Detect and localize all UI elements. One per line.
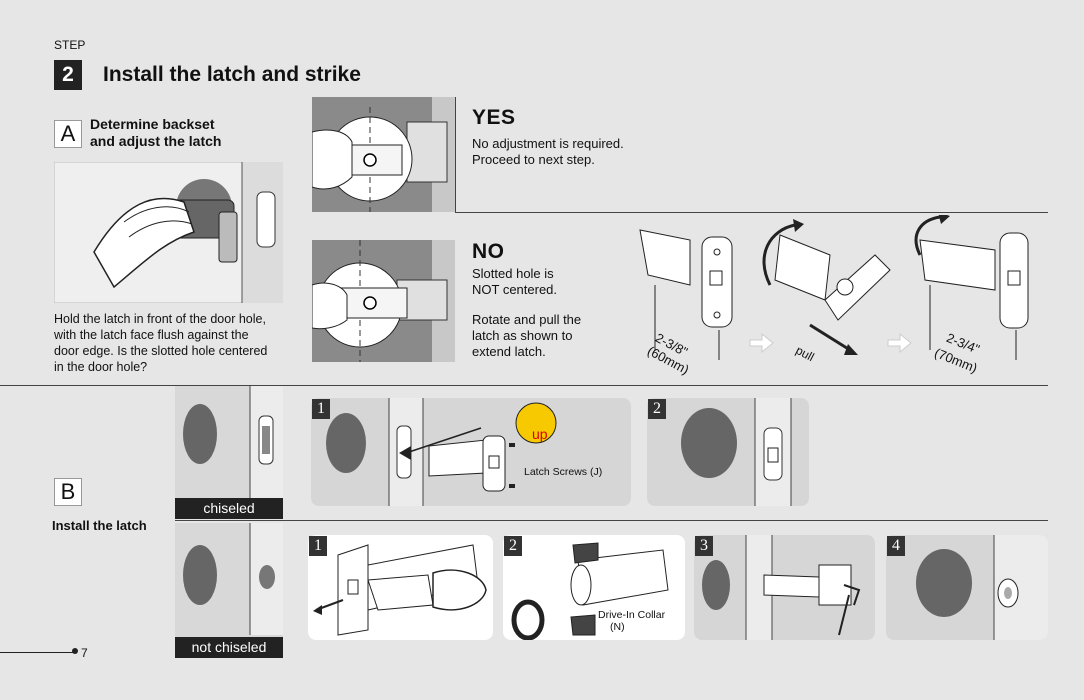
not-chiseled-step-4-badge: 4 [887, 536, 905, 556]
section-a-title-line2: and adjust the latch [90, 133, 222, 149]
latch-adjust-svg [639, 212, 1029, 360]
not-chiseled-step-2 [503, 535, 685, 640]
chiseled-caption: chiseled [175, 498, 283, 519]
not-chiseled-step1-svg [313, 544, 487, 636]
latch-long-figure [914, 212, 1029, 360]
step-label: STEP [54, 38, 86, 52]
not-chiseled-step3-svg [702, 535, 861, 640]
not-chiseled-step-3 [694, 535, 875, 640]
no-line1: Slotted hole is [472, 266, 554, 281]
no-line5: extend latch. [472, 344, 546, 359]
no-heading: NO [472, 240, 505, 263]
no-line3: Rotate and pull the [472, 312, 582, 327]
up-label: up [532, 426, 548, 442]
no-line4: latch as shown to [472, 328, 573, 343]
step-number: 2 [54, 60, 82, 90]
latch-hold-svg [54, 162, 283, 303]
section-a-letter: A [54, 120, 82, 148]
section-a-title-line1: Determine backset [90, 116, 215, 132]
chiseled-door-svg [175, 386, 283, 498]
chiseled-step-1-badge: 1 [312, 399, 330, 419]
yes-vertical-divider [455, 97, 456, 212]
not-chiseled-step2-svg [511, 542, 669, 640]
chiseled-step-1 [311, 398, 631, 506]
not-chiseled-step-2-badge: 2 [504, 536, 522, 556]
instruction-line: door edge. Is the slotted hole centered [54, 344, 268, 358]
not-chiseled-door-svg [175, 523, 283, 635]
not-chiseled-step4-svg [916, 535, 1048, 640]
yes-heading: YES [472, 106, 516, 129]
not-chiseled-caption: not chiseled [175, 637, 283, 658]
footer-dot [72, 648, 78, 654]
yes-text: No adjustment is required. Proceed to ne… [472, 136, 624, 168]
divider-chiseled-not [175, 520, 1048, 521]
instruction-line: Hold the latch in front of the door hole… [54, 312, 266, 326]
latch-rotated-figure [762, 219, 891, 355]
chiseled-door [175, 386, 283, 519]
not-chiseled-step-1-badge: 1 [309, 536, 327, 556]
drive-in-collar-line1: Drive-In Collar [598, 609, 666, 621]
yes-illustration [312, 97, 455, 212]
no-latch-offset-svg [312, 240, 455, 362]
section-a-instructions: Hold the latch in front of the door hole… [54, 311, 289, 375]
footer-rule [0, 652, 74, 653]
drive-in-collar-line2: (N) [610, 621, 625, 633]
yes-latch-centered-svg [312, 97, 455, 212]
not-chiseled-step-1 [308, 535, 493, 640]
yes-line2: Proceed to next step. [472, 152, 595, 167]
page-number: 7 [81, 646, 88, 660]
chiseled-step2-svg [681, 398, 792, 506]
latch-hold-illustration [54, 162, 283, 303]
chiseled-step1-svg [326, 398, 557, 506]
latch-adjust-sequence [620, 212, 1060, 385]
no-illustration [312, 240, 455, 362]
chiseled-step-2-badge: 2 [648, 399, 666, 419]
section-a-title: Determine backset and adjust the latch [90, 116, 221, 150]
not-chiseled-step-4 [886, 535, 1048, 640]
no-text: Slotted hole is NOT centered. Rotate and… [472, 266, 581, 360]
divider-section-a-b [0, 385, 1048, 386]
not-chiseled-step-3-badge: 3 [695, 536, 713, 556]
step-title: Install the latch and strike [103, 63, 361, 86]
section-b-letter: B [54, 478, 82, 506]
latch-short-figure [639, 229, 733, 360]
drive-in-collar-label: Drive-In Collar (N) [598, 609, 665, 633]
instruction-line: in the door hole? [54, 360, 148, 374]
latch-screws-label: Latch Screws (J) [524, 466, 603, 478]
instruction-line: with the latch face flush against the [54, 328, 249, 342]
divider-yes-no [455, 212, 1048, 213]
no-line2: NOT centered. [472, 282, 558, 297]
section-b-title: Install the latch [52, 518, 147, 533]
not-chiseled-door [175, 523, 283, 658]
chiseled-step-2 [647, 398, 809, 506]
yes-line1: No adjustment is required. [472, 136, 624, 151]
